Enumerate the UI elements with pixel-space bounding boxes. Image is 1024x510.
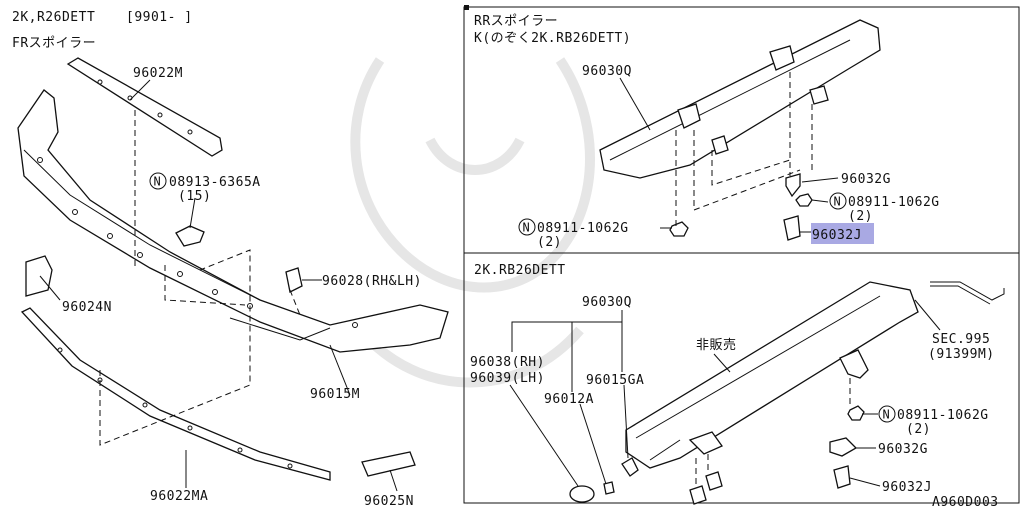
grommet-96032G <box>785 173 801 198</box>
lower-strip-96022MA <box>20 307 331 481</box>
clip-08913-6365A <box>175 225 205 247</box>
label-sec995: SEC.995 <box>932 332 990 347</box>
label-96039: 96039(LH) <box>470 371 545 386</box>
model-label: 2K,R26DETT <box>12 10 95 25</box>
svg-text:N: N <box>154 175 162 189</box>
stay-right <box>839 349 869 379</box>
svg-text:N: N <box>834 195 842 209</box>
front-leaders <box>39 79 398 492</box>
label-96015M: 96015M <box>310 387 360 402</box>
label-96022MA: 96022MA <box>150 489 208 504</box>
rear-leaders <box>619 77 839 233</box>
bracket-96015GA <box>621 457 639 477</box>
label-nut-code-bottom: 08911-1062G <box>897 408 989 423</box>
panel-borders <box>463 5 1020 504</box>
label-96012A: 96012A <box>544 392 594 407</box>
label-96022M: 96022M <box>133 66 183 81</box>
label-08913-6365A: 08913-6365A <box>169 175 261 190</box>
rear-box-title: RRスポイラー <box>474 14 558 29</box>
label-96030Q-rear: 96030Q <box>582 64 632 79</box>
nut-bottom <box>847 405 865 421</box>
front-spoiler-96015M <box>17 89 449 353</box>
label-nut-left-code: 08911-1062G <box>537 221 629 236</box>
circled-n-icon: N <box>149 172 167 190</box>
rear-spoiler-96030Q <box>599 19 881 179</box>
label-96024N: 96024N <box>62 300 112 315</box>
label-96028: 96028(RH&LH) <box>322 274 422 289</box>
circled-n-icon: N <box>518 218 536 236</box>
label-nut-qty-bottom: (2) <box>906 422 931 437</box>
wing-96030Q <box>625 281 919 469</box>
svg-text:N: N <box>523 221 531 235</box>
label-nut-left-qty: (2) <box>537 235 562 250</box>
stay-left <box>688 431 723 455</box>
rear-box-subtitle: K(のぞく2K.RB26DETT) <box>474 31 631 46</box>
label-96025N: 96025N <box>364 494 414 509</box>
rb26-spoiler-assembly <box>569 281 1005 505</box>
label-96032G-rear: 96032G <box>841 172 891 187</box>
label-96032J-bottom: 96032J <box>882 480 932 495</box>
label-96038: 96038(RH) <box>470 355 545 370</box>
label-96032J-rear: 96032J <box>812 228 862 243</box>
watermark <box>350 57 595 388</box>
bottom-box-title: 2K.RB26DETT <box>474 263 566 278</box>
label-screw-qty: (15) <box>178 189 211 204</box>
rod-sec995 <box>930 281 1005 301</box>
clip-96032J-rear <box>783 215 801 241</box>
label-96032G-bottom: 96032G <box>878 442 928 457</box>
label-96030Q-bottom: 96030Q <box>582 295 632 310</box>
label-96015GA: 96015GA <box>586 373 644 388</box>
clip-96028 <box>285 267 303 293</box>
label-nut-code-rear: 08911-1062G <box>848 195 940 210</box>
bottom-leaders <box>509 299 941 487</box>
nut-rear <box>795 193 813 207</box>
svg-text:N: N <box>883 408 891 422</box>
grommet-96032G-bottom <box>829 437 858 457</box>
diagram-id: A960D003 <box>932 495 999 510</box>
date-range-label: [9901- ] <box>126 10 193 25</box>
rear-spoiler-assembly <box>599 19 881 241</box>
circled-n-icon: N <box>878 405 896 423</box>
endcap-96038 <box>569 485 595 503</box>
label-sec-code: (91399M) <box>928 347 995 362</box>
label-nut-qty-rear: (2) <box>848 209 873 224</box>
nut-rear-left <box>669 221 689 237</box>
circled-n-icon: N <box>829 192 847 210</box>
front-section-title: FRスポイラー <box>12 36 96 51</box>
front-spoiler-assembly <box>17 57 449 481</box>
label-not-for-sale: 非販売 <box>696 337 737 353</box>
clip-96032J-bottom <box>833 465 851 489</box>
bracket-96025N <box>361 451 416 477</box>
bracket-96024N <box>25 255 53 297</box>
screw-96012A <box>603 481 615 495</box>
upper-strip-96022M <box>66 57 223 157</box>
highlight-96032J <box>811 223 874 244</box>
